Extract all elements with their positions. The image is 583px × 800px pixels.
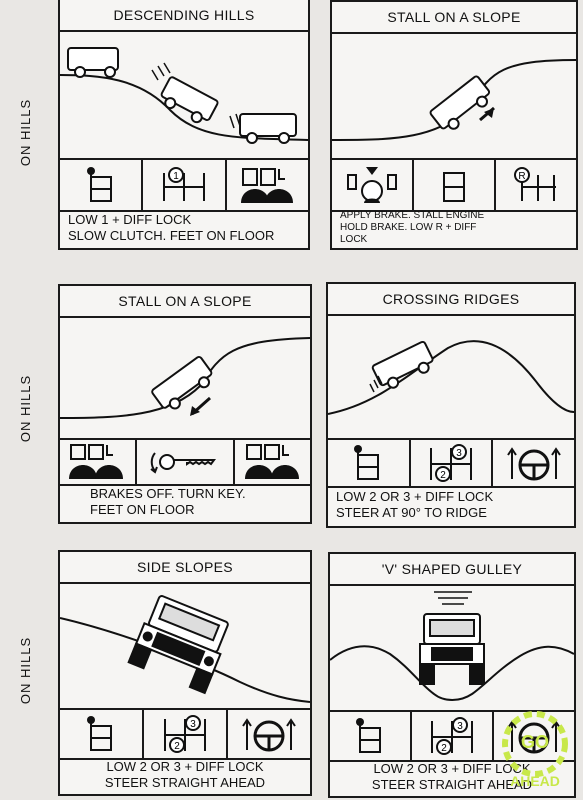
gear-lever-icon: 1: [143, 160, 227, 210]
scene-descending-hills: [60, 30, 308, 158]
uphill-reverse-illustration: [60, 337, 310, 419]
panel-caption: APPLY BRAKE. STALL ENGINE HOLD BRAKE. LO…: [340, 210, 485, 245]
pedals-released-icon: [60, 440, 137, 484]
svg-text:2: 2: [440, 470, 446, 481]
reverse-gear-icon: R: [496, 160, 576, 210]
panel-title: CROSSING RIDGES: [328, 284, 574, 316]
panel-title: STALL ON A SLOPE: [332, 2, 576, 34]
transfer-lever-icon: [414, 160, 496, 210]
panel-title: STALL ON A SLOPE: [60, 286, 310, 318]
pedals-icon: [235, 440, 310, 484]
panel-caption: LOW 2 OR 3 + DIFF LOCK STEER STRAIGHT AH…: [104, 759, 266, 790]
panel-caption: BRAKES OFF. TURN KEY. FEET ON FLOOR: [90, 486, 246, 517]
scene-v-gulley: [330, 584, 574, 710]
panel-descending-hills: DESCENDING HILLS 1 LOW 1 + DIFF LOCK SLO…: [58, 0, 310, 250]
steering-wheel-icon: [228, 710, 310, 758]
svg-text:2: 2: [441, 743, 447, 754]
control-icons-row: [60, 438, 310, 486]
panel-stall-on-slope-apply: STALL ON A SLOPE R APPLY BRAKE. STALL EN…: [330, 0, 578, 250]
panel-caption: LOW 2 OR 3 + DIFF LOCK STEER AT 90° TO R…: [336, 489, 494, 520]
uphill-illustration: [332, 59, 576, 141]
transfer-lever-icon: [328, 440, 411, 486]
svg-text:3: 3: [457, 721, 463, 732]
section-label-on-hills-3: ON HILLS: [18, 636, 34, 704]
svg-text:GO: GO: [521, 732, 549, 752]
go-ahead-logo: GO AHEAD: [487, 704, 577, 794]
svg-text:AHEAD: AHEAD: [510, 773, 560, 789]
panel-title: DESCENDING HILLS: [60, 0, 308, 32]
control-icons-row: R: [332, 158, 576, 212]
panel-caption: LOW 1 + DIFF LOCK SLOW CLUTCH. FEET ON F…: [68, 212, 275, 243]
descending-hill-illustration: [60, 47, 308, 144]
control-icons-row: 1: [60, 158, 308, 212]
side-slope-illustration: [60, 595, 310, 703]
pedals-icon: [227, 160, 308, 210]
svg-text:2: 2: [174, 741, 180, 752]
panel-title: SIDE SLOPES: [60, 552, 310, 584]
gear-number: 1: [173, 171, 179, 182]
scene-stall-uphill: [332, 32, 576, 158]
gear-letter: R: [518, 171, 525, 182]
svg-text:3: 3: [456, 448, 462, 459]
steering-wheel-icon: [493, 440, 574, 486]
scene-stall-reverse: [60, 316, 310, 438]
transfer-lever-icon: [60, 710, 144, 758]
ignition-key-icon: [137, 440, 236, 484]
transfer-lever-icon: [60, 160, 144, 210]
transfer-lever-icon: [330, 712, 412, 760]
ridge-illustration: [328, 340, 574, 415]
panel-stall-on-slope-restart: STALL ON A SLOPE BRAKES OFF. TURN KEY. F…: [58, 284, 312, 524]
section-label-on-hills-1: ON HILLS: [18, 98, 34, 166]
handbrake-pedal-icon: [332, 160, 414, 210]
vehicle-icon: [67, 47, 119, 78]
gulley-illustration: [330, 591, 574, 701]
panel-caption: LOW 2 OR 3 + DIFF LOCK STEER STRAIGHT AH…: [371, 761, 533, 792]
svg-text:3: 3: [190, 719, 196, 730]
scene-side-slopes: [60, 582, 310, 708]
section-label-on-hills-2: ON HILLS: [18, 374, 34, 442]
scene-crossing-ridges: [328, 314, 574, 438]
panel-title: 'V' SHAPED GULLEY: [330, 554, 574, 586]
